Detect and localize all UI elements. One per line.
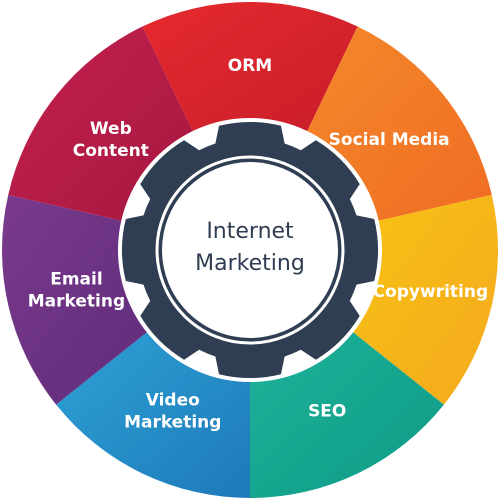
- gear-rim: [155, 155, 345, 345]
- segment-orm: [142, 2, 358, 142]
- segment-copy: [343, 194, 498, 405]
- segment-label-line: Web: [90, 119, 132, 139]
- center-title-line1: Internet: [206, 219, 294, 244]
- segment-label-orm: ORM: [228, 56, 272, 76]
- segment-label-copy: Copywriting: [373, 282, 489, 302]
- segment-label-line: ORM: [228, 56, 272, 76]
- segment-label-line: Marketing: [28, 292, 125, 312]
- segment-label-line: Video: [146, 390, 200, 410]
- segment-label-line: Email: [50, 270, 102, 290]
- segment-label-line: Content: [73, 141, 149, 161]
- center-circle: [162, 162, 338, 338]
- segment-label-line: Social Media: [329, 130, 450, 150]
- segment-label-seo: SEO: [308, 401, 346, 421]
- segment-label-line: Marketing: [124, 412, 221, 432]
- segment-label-social: Social Media: [329, 130, 450, 150]
- segment-label-line: Copywriting: [373, 282, 489, 302]
- segment-label-line: SEO: [308, 401, 346, 421]
- center-title-line2: Marketing: [195, 251, 305, 276]
- segment-email: [2, 194, 157, 405]
